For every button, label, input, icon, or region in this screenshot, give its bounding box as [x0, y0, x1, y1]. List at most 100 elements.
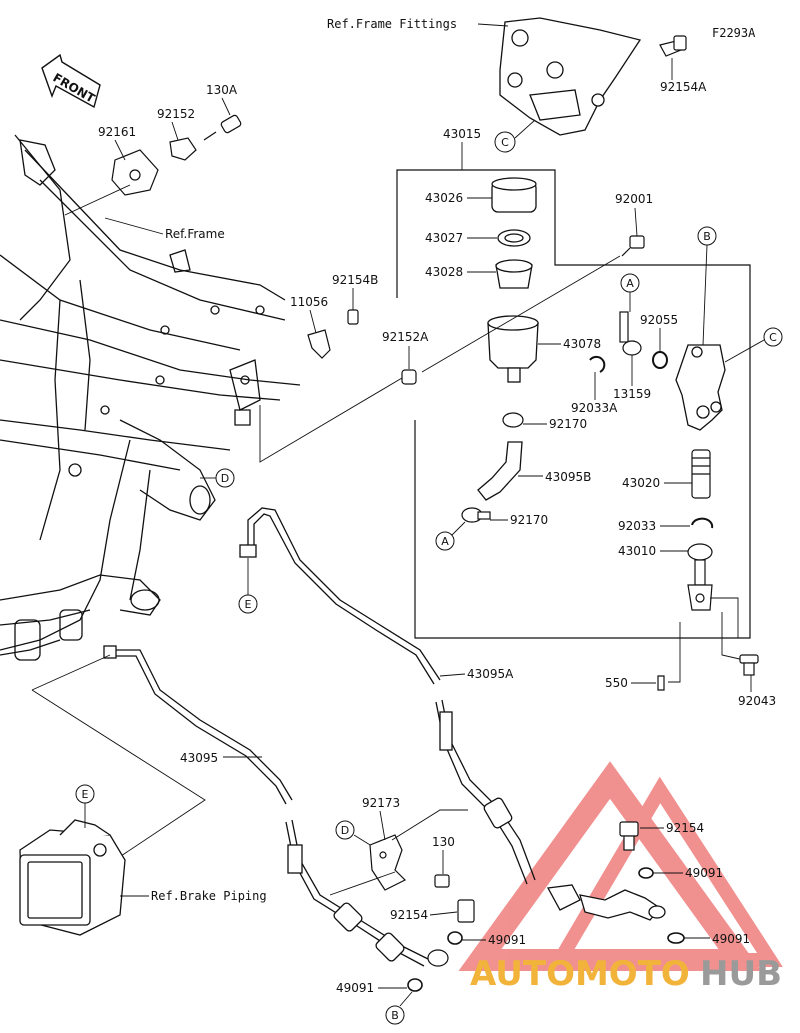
bracket-92173 [369, 834, 407, 891]
svg-text:D: D [221, 472, 229, 485]
circlip-92033A [589, 355, 606, 373]
label-92154-right: 92154 [666, 821, 704, 835]
label-43095A: 43095A [467, 667, 514, 681]
label-92154B: 92154B [332, 273, 378, 287]
oring-92055 [652, 351, 668, 369]
clamp-92170-lower [461, 507, 491, 523]
cap-43026 [491, 177, 537, 213]
label-92043: 92043 [738, 694, 776, 708]
label-92154A: 92154A [660, 80, 707, 94]
label-43026: 43026 [425, 191, 463, 205]
banjo-fitting [427, 949, 449, 967]
svg-text:C: C [769, 331, 777, 344]
part-92152 [169, 137, 197, 161]
label-49091-d: 49091 [712, 932, 750, 946]
abs-unit [19, 819, 126, 936]
svg-text:D: D [341, 824, 349, 837]
label-49091-b: 49091 [336, 981, 374, 995]
label-43015: 43015 [443, 127, 481, 141]
fitting-13159 [619, 311, 642, 356]
reservoir-43078 [487, 315, 539, 383]
label-92170-upper: 92170 [549, 417, 587, 431]
ref-brake-piping: Ref.Brake Piping [151, 889, 267, 903]
svg-text:E: E [82, 788, 89, 801]
label-92173: 92173 [362, 796, 400, 810]
label-130: 130 [432, 835, 455, 849]
svg-text:C: C [501, 136, 509, 149]
watermark-text: AUTOMOTO HUB [470, 954, 782, 994]
clamp-92170-upper [502, 412, 524, 428]
label-43078: 43078 [563, 337, 601, 351]
svg-text:A: A [626, 277, 634, 290]
frame-fittings-bracket [499, 17, 642, 136]
svg-text:B: B [391, 1009, 399, 1022]
label-43028: 43028 [425, 265, 463, 279]
callout-D-lower: D [335, 820, 376, 849]
circlip-92033 [691, 517, 714, 529]
master-cylinder-body [675, 344, 726, 431]
label-92033A: 92033A [571, 401, 618, 415]
label-43010: 43010 [618, 544, 656, 558]
washer-49091-b [407, 978, 423, 992]
brake-hose-43095 [103, 645, 431, 967]
bolt-92154B [347, 309, 359, 325]
figure-code: F2293A [712, 26, 756, 40]
label-92152: 92152 [157, 107, 195, 121]
callout-A-lower: A [435, 521, 466, 551]
spacer-92152A [401, 369, 417, 385]
bolt-92154-right [619, 821, 639, 851]
label-550: 550 [605, 676, 628, 690]
label-92033: 92033 [618, 519, 656, 533]
svg-text:E: E [245, 598, 252, 611]
label-43095: 43095 [180, 751, 218, 765]
washer-49091-d [667, 932, 685, 944]
watermark-logo [458, 761, 783, 971]
label-92055: 92055 [640, 313, 678, 327]
bolt-92154A [659, 35, 687, 57]
motorcycle-frame [0, 134, 301, 661]
label-49091-a: 49091 [488, 933, 526, 947]
pushrod-43010 [687, 543, 713, 611]
svg-text:B: B [703, 230, 711, 243]
label-92001: 92001 [615, 192, 653, 206]
bolt-92001 [621, 235, 645, 257]
watermark-part2: HUB [700, 954, 782, 994]
pin-92043 [739, 654, 759, 676]
washer-49091-c [638, 867, 654, 879]
callout-B-bottom: B [385, 991, 413, 1025]
piston-43020 [691, 449, 711, 499]
label-13159: 13159 [613, 387, 651, 401]
label-43020: 43020 [622, 476, 660, 490]
bracket-11056 [307, 329, 331, 359]
plate-43027 [497, 229, 531, 247]
label-43095B: 43095B [545, 470, 591, 484]
label-92170-lower: 92170 [510, 513, 548, 527]
label-92152A: 92152A [382, 330, 429, 344]
callout-D-frame: D [200, 468, 235, 488]
pin-550 [657, 675, 665, 691]
callout-C-right: C [724, 327, 783, 363]
label-43027: 43027 [425, 231, 463, 245]
front-arrow: FRONT [41, 53, 101, 109]
brake-hose-43095A [239, 507, 536, 885]
hose-43095B [477, 441, 523, 501]
ref-frame-fittings: Ref.Frame Fittings [327, 17, 457, 31]
bolt-130 [434, 874, 450, 888]
callout-C-top: C [494, 119, 536, 153]
hose-end-caliper [546, 884, 666, 921]
bolt-92154-lower [457, 899, 475, 923]
callout-E-upper: E [238, 558, 258, 614]
label-130A: 130A [206, 83, 238, 97]
ref-frame: Ref.Frame [165, 227, 225, 241]
washer-49091-a [447, 931, 463, 945]
callout-A-upper: A [620, 273, 640, 312]
label-92154-lower: 92154 [390, 908, 428, 922]
label-49091-c: 49091 [685, 866, 723, 880]
svg-text:A: A [441, 535, 449, 548]
callout-E-lower: E [75, 784, 95, 828]
label-92161: 92161 [98, 125, 136, 139]
label-11056: 11056 [290, 295, 328, 309]
diaphragm-43028 [495, 259, 533, 289]
part-130A [203, 114, 242, 141]
